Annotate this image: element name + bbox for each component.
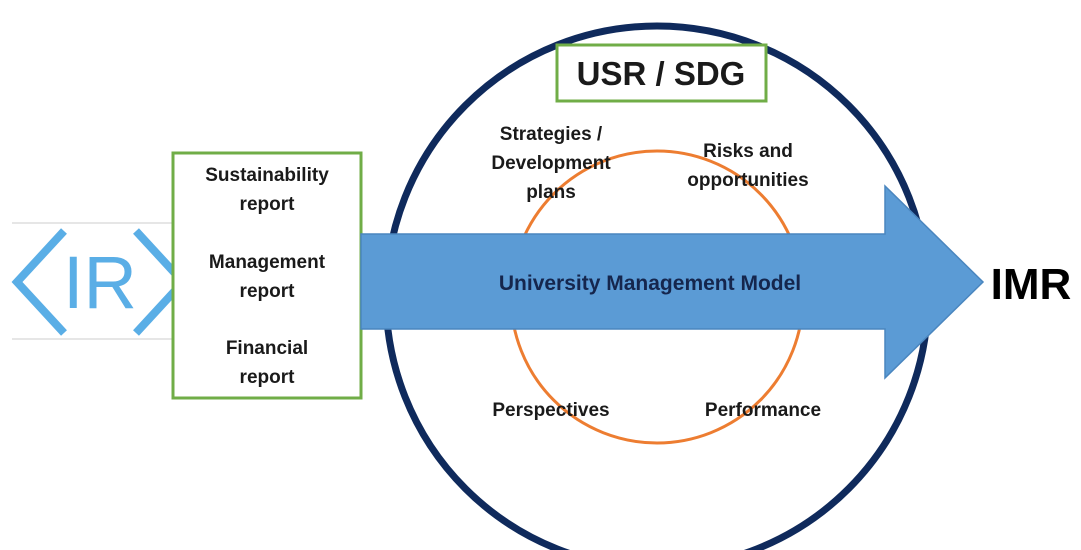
sustainability-report-label-line2: report — [240, 194, 296, 215]
strategies-label-line2: Development — [491, 153, 611, 174]
management-report-label-line2: report — [240, 281, 296, 302]
risks-label-line2: opportunities — [687, 170, 808, 191]
usr-sdg-label: USR / SDG — [577, 55, 746, 92]
logo-text: IR — [63, 241, 137, 324]
financial-report-label-line2: report — [240, 367, 296, 388]
ir-logo: IR — [11, 228, 189, 336]
main-arrow — [360, 184, 985, 380]
usr-sdg-box — [555, 43, 768, 103]
imr-label: IMR — [991, 260, 1072, 309]
sustainability-report-label-line1: Sustainability — [205, 165, 329, 186]
strategies-label-line3: plans — [526, 182, 576, 203]
strategies-label-line1: Strategies / — [500, 124, 603, 145]
perspectives-label: Perspectives — [492, 400, 609, 421]
reports-box — [171, 151, 363, 400]
model-label: University Management Model — [499, 272, 801, 295]
logo-left-chevron-icon — [11, 228, 67, 336]
risks-label-line1: Risks and — [703, 141, 793, 162]
performance-label: Performance — [705, 400, 821, 421]
management-report-label-line1: Management — [209, 252, 326, 273]
financial-report-label-line1: Financial — [226, 338, 308, 359]
